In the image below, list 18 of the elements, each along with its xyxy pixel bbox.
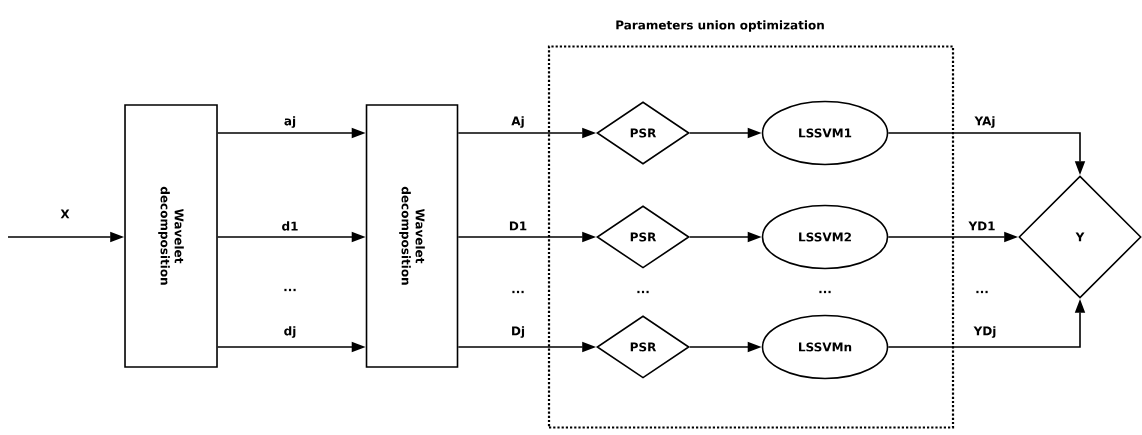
edge-label: aj bbox=[282, 115, 298, 129]
edge-label: YD1 bbox=[967, 220, 997, 232]
ellipsis-label: ... bbox=[284, 288, 296, 292]
edge-label: Dj bbox=[509, 325, 527, 339]
process-box: Wavelet decomposition bbox=[365, 104, 459, 368]
edge-label: d1 bbox=[280, 220, 300, 232]
ellipsis-label: ... bbox=[819, 290, 831, 294]
edge-label: YAj bbox=[973, 115, 997, 129]
ellipsis-label: ... bbox=[976, 290, 988, 294]
edge-label: dj bbox=[282, 325, 298, 339]
edge-label: X bbox=[59, 208, 71, 220]
node-label: Parameters union optimization bbox=[616, 20, 824, 32]
ellipsis-label: ... bbox=[637, 290, 649, 294]
edge-label: Aj bbox=[510, 115, 526, 129]
process-box: Wavelet decomposition bbox=[124, 104, 218, 368]
edge-label: D1 bbox=[507, 220, 529, 232]
edge-label: YDj bbox=[972, 325, 998, 339]
ellipsis-label: ... bbox=[512, 290, 524, 294]
